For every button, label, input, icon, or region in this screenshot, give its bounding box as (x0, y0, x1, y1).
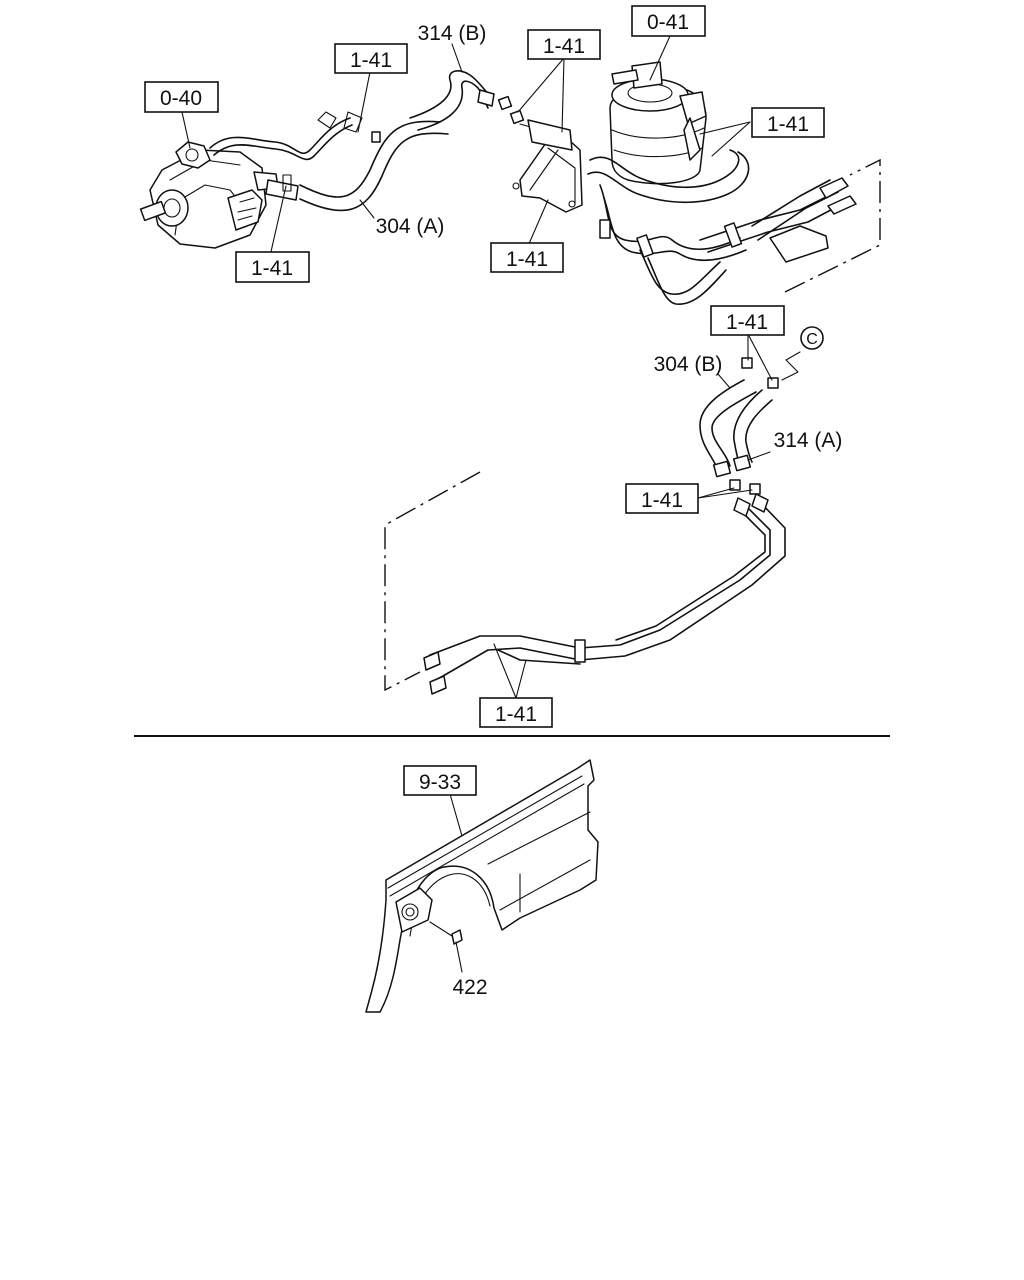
filter-bracket (512, 119, 583, 213)
callout-9-33: 9-33 (403, 765, 477, 796)
section-break-line-mid (384, 471, 481, 692)
fuel-hose-304a (265, 120, 449, 212)
fuel-hose-314b (409, 70, 495, 131)
callout-text: 1-41 (350, 49, 392, 72)
callout-1-41: 1-41 (751, 107, 825, 138)
callout-422: 422 (452, 976, 487, 999)
clips-mid (729, 357, 779, 495)
callout-text: 1-41 (543, 35, 585, 58)
callout-0-41: 0-41 (631, 5, 706, 37)
callout-text: 1-41 (251, 257, 293, 280)
callout-text: 422 (452, 976, 487, 999)
return-pipe (209, 111, 363, 161)
callout-text: 1-41 (506, 248, 548, 271)
callout-text: 1-41 (767, 113, 809, 136)
callout-1-41: 1-41 (235, 251, 310, 283)
fuel-hose-304b (699, 379, 757, 478)
callout-text: 314 (B) (418, 22, 487, 45)
injection-pump (139, 141, 279, 249)
callout-314b: 314 (B) (418, 22, 487, 45)
fuel-filter (609, 61, 707, 185)
callout-304b: 304 (B) (654, 353, 723, 376)
callout-304a: 304 (A) (376, 215, 445, 238)
leader-lines (181, 35, 801, 973)
callout-text: 314 (A) (774, 429, 843, 452)
callout-314a: 314 (A) (774, 429, 843, 452)
filter-lines (587, 149, 857, 305)
callout-text: 1-41 (495, 703, 537, 726)
callout-0-40: 0-40 (144, 81, 219, 113)
rear-fender-panel (365, 759, 599, 1013)
callout-text: 0-40 (160, 87, 202, 110)
callout-text: 304 (A) (376, 215, 445, 238)
fuel-hose-314a (732, 389, 773, 472)
callout-text: 304 (B) (654, 353, 723, 376)
section-break-line (784, 158, 881, 293)
callout-text: 1-41 (726, 311, 768, 334)
callout-text: 9-33 (419, 771, 461, 794)
callout-text: C (806, 331, 818, 348)
callout-1-41: 1-41 (334, 43, 408, 74)
callout-1-41: 1-41 (490, 242, 564, 273)
callout-circle-c: C (800, 326, 824, 350)
callout-1-41: 1-41 (527, 29, 601, 60)
callout-1-41: 1-41 (625, 483, 699, 514)
callout-text: 1-41 (641, 489, 683, 512)
callout-1-41: 1-41 (479, 697, 553, 728)
fuel-pipes-long (423, 493, 786, 695)
callout-text: 0-41 (647, 11, 689, 34)
callout-1-41: 1-41 (710, 305, 785, 336)
